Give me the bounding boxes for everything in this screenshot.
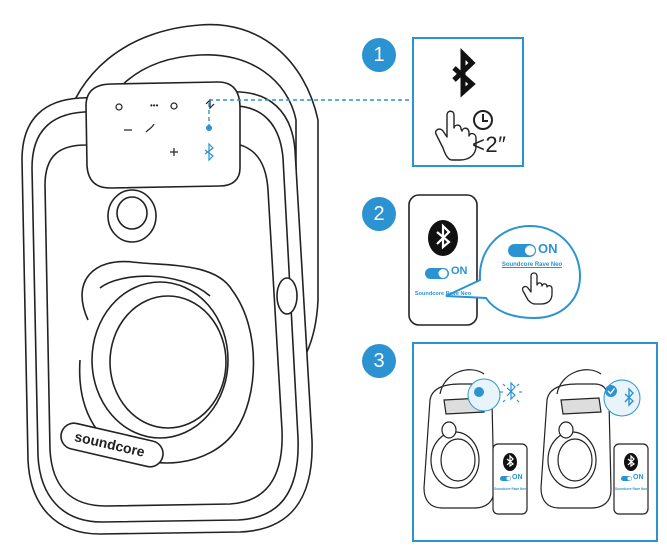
- speaker-button-symbols: [115, 98, 215, 156]
- phone-bluetooth-icon: [428, 220, 458, 256]
- step-3-left-toggle-state: ON: [512, 474, 523, 481]
- bluetooth-connected-icon: [624, 387, 635, 407]
- step-3-left-device-name: Soundcore Rave Neo: [494, 487, 527, 491]
- toggle-switch-icon: [425, 268, 449, 279]
- step-3-number-badge: 3: [362, 344, 396, 378]
- clock-icon: [473, 110, 493, 130]
- step-3-speaker-left: [423, 369, 495, 509]
- hold-time-label: <2″: [472, 132, 507, 157]
- blinking-led: [474, 387, 484, 397]
- bubble-toggle-state: ON: [538, 241, 558, 256]
- phone-device-name: Soundcore Rave Neo: [414, 291, 472, 297]
- blinking-indicator-bubble: [467, 378, 501, 412]
- step-3-right-toggle-state: ON: [633, 474, 644, 481]
- step-1-number-badge: 1: [362, 38, 396, 72]
- bubble-hand-press-icon: [521, 272, 553, 305]
- speaker-control-panel: [85, 81, 241, 189]
- leader-line: [208, 99, 412, 128]
- step-2-number-badge: 2: [362, 197, 396, 231]
- phone-toggle-state: ON: [451, 265, 468, 277]
- bluetooth-icon: [452, 47, 476, 98]
- bubble-toggle-switch-icon: [508, 244, 536, 257]
- bluetooth-blinking-icon: [500, 381, 522, 403]
- speaker-illustration: [21, 23, 319, 535]
- step-3-speaker-right: [540, 369, 612, 509]
- svg-text:•••: •••: [150, 101, 159, 110]
- bubble-device-name: Soundcore Rave Neo: [501, 262, 563, 268]
- check-icon: [605, 385, 617, 397]
- step-3-right-device-name: Soundcore Rave Neo: [615, 487, 648, 491]
- hand-press-icon: [434, 110, 477, 161]
- speaker-logo-badge: [60, 422, 164, 468]
- speaker-bluetooth-button-icon: [204, 142, 214, 162]
- step-2-phone: [408, 194, 478, 326]
